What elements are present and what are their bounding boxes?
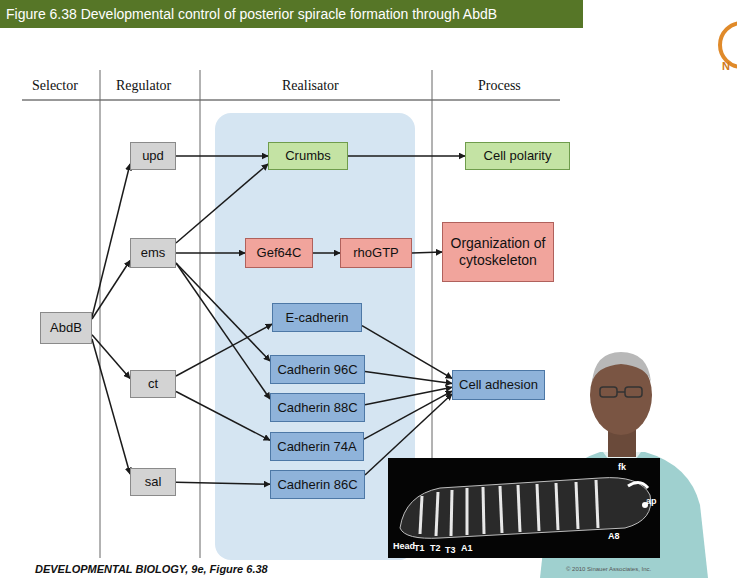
box-label: rhoGTP: [353, 245, 399, 261]
box-label: upd: [142, 148, 164, 164]
arrow-connector: [92, 339, 130, 474]
arrow-connector: [92, 164, 130, 317]
box-label: Cell adhesion: [459, 377, 538, 393]
figure-label: fk: [618, 462, 626, 472]
figure-label: © 2010 Sinauer Associates, Inc.: [566, 566, 651, 572]
arrow-connector: [176, 482, 270, 484]
figure-label: A1: [461, 543, 473, 553]
process-box: Gef64C: [245, 238, 313, 268]
process-box: Cell adhesion: [452, 370, 545, 400]
process-box: AbdB: [40, 312, 92, 344]
column-header: Process: [478, 78, 521, 94]
figure-label: Head: [393, 541, 415, 551]
header-rule: [22, 100, 560, 101]
column-header: Selector: [32, 78, 78, 94]
figure-caption: DEVELOPMENTAL BIOLOGY, 9e, Figure 6.38: [35, 563, 268, 575]
box-label: E-cadherin: [286, 310, 349, 326]
process-box: Crumbs: [268, 142, 348, 170]
arrow-connector: [176, 263, 270, 399]
box-label: Cadherin 88C: [277, 400, 357, 416]
arrow-connector: [176, 252, 245, 254]
figure-label: T3: [445, 545, 456, 555]
title-bar: Figure 6.38 Developmental control of pos…: [0, 0, 583, 28]
process-box: Cadherin 74A: [270, 432, 364, 461]
arrow-connector: [364, 391, 452, 439]
arrow-connector: [412, 251, 442, 253]
box-label: Cadherin 96C: [277, 362, 357, 378]
box-label: Crumbs: [285, 148, 331, 164]
process-box: upd: [130, 142, 176, 170]
process-box: rhoGTP: [340, 238, 412, 268]
box-label: sal: [145, 474, 162, 490]
arrow-connector: [92, 261, 130, 320]
arrow-connector: [176, 164, 268, 243]
arrow-connector: [348, 155, 465, 157]
figure-label: T2: [430, 543, 441, 553]
realisator-panel: [215, 113, 415, 560]
arrow-connector: [365, 394, 452, 475]
process-box: ems: [130, 238, 176, 268]
column-rule: [200, 70, 201, 558]
process-box: Cadherin 96C: [270, 355, 365, 384]
box-label: Cell polarity: [484, 148, 552, 164]
column-rule: [100, 70, 101, 558]
arrow-connector: [362, 326, 452, 379]
process-box: Organization of cytoskeleton: [442, 222, 554, 282]
process-box: ct: [130, 370, 176, 398]
arrow-connector: [176, 392, 270, 441]
process-box: Cadherin 86C: [270, 470, 365, 499]
box-label: Cadherin 74A: [277, 439, 357, 455]
box-label: Gef64C: [257, 245, 302, 261]
box-label: Organization of cytoskeleton: [449, 235, 547, 269]
process-box: sal: [130, 468, 176, 496]
column-header: Regulator: [116, 78, 171, 94]
box-label: AbdB: [50, 320, 82, 336]
box-label: Cadherin 86C: [277, 477, 357, 493]
figure-label: N: [722, 60, 730, 72]
arrow-connector: [176, 155, 268, 157]
box-label: ct: [148, 376, 158, 392]
column-header: Realisator: [282, 78, 339, 94]
arrow-connector: [176, 324, 272, 376]
figure-label: A8: [608, 531, 620, 541]
figure-title: Figure 6.38 Developmental control of pos…: [6, 6, 497, 22]
process-box: Cadherin 88C: [270, 393, 365, 422]
figure-label: ap: [646, 496, 657, 506]
embryo-photo: [388, 458, 660, 558]
arrow-connector: [176, 263, 270, 361]
box-label: ems: [141, 245, 166, 261]
arrow-connector: [365, 371, 452, 383]
arrow-connector: [365, 387, 452, 405]
process-box: E-cadherin: [272, 303, 362, 332]
figure-label: T1: [414, 543, 425, 553]
process-box: Cell polarity: [465, 142, 570, 170]
arrow-connector: [313, 252, 340, 254]
